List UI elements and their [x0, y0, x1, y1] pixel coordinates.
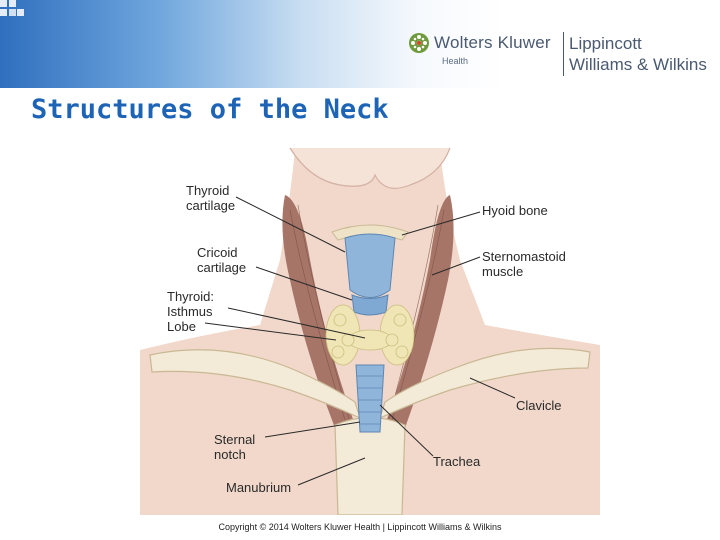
label-sternomastoid-line2: muscle	[482, 264, 524, 279]
label-thyroid-isthmus: Isthmus	[167, 304, 213, 319]
label-sternomastoid-muscle: Sternomastoid muscle	[482, 249, 566, 279]
label-hyoid-bone: Hyoid bone	[482, 203, 548, 218]
label-thyroid: Thyroid: Isthmus Lobe	[167, 289, 214, 334]
label-thyroid-cartilage-line1: Thyroid	[186, 183, 230, 198]
corner-decoration	[0, 0, 24, 22]
neck-illustration-svg	[140, 147, 600, 515]
logo-divider	[563, 32, 564, 76]
label-cricoid-cartilage: Cricoid cartilage	[197, 245, 246, 275]
wolters-kluwer-brand: Wolters Kluwer	[434, 33, 551, 52]
label-thyroid-lobe: Lobe	[167, 319, 196, 334]
label-clavicle: Clavicle	[516, 398, 562, 413]
label-cricoid-cartilage-line2: cartilage	[197, 260, 247, 275]
lww-line-1: Lippincott	[569, 34, 642, 53]
label-sternal-notch: Sternal notch	[214, 432, 255, 462]
neck-anatomy-illustration: Thyroid cartilage Cricoid cartilage Thyr…	[140, 140, 600, 515]
label-sternomastoid-line1: Sternomastoid	[482, 249, 566, 264]
label-sternal-notch-line2: notch	[214, 447, 246, 462]
health-subbrand: Health	[442, 56, 469, 66]
copyright-footer: Copyright © 2014 Wolters Kluwer Health |…	[218, 522, 502, 532]
label-sternal-notch-line1: Sternal	[214, 432, 256, 447]
slide-title: Structures of the Neck	[31, 94, 389, 125]
header-band	[0, 0, 720, 88]
label-thyroid-line1: Thyroid:	[167, 289, 214, 304]
label-cricoid-cartilage-line1: Cricoid	[197, 245, 238, 260]
label-thyroid-cartilage-line2: cartilage	[186, 198, 236, 213]
wolters-kluwer-logo: Wolters Kluwer Health	[408, 32, 568, 72]
label-manubrium: Manubrium	[226, 480, 292, 495]
label-trachea: Trachea	[433, 454, 481, 469]
label-thyroid-cartilage: Thyroid cartilage	[186, 183, 235, 213]
lww-line-2: Williams & Wilkins	[569, 55, 707, 74]
lippincott-logo: Lippincott Williams & Wilkins	[569, 33, 707, 75]
globe-logo-icon	[409, 33, 429, 53]
